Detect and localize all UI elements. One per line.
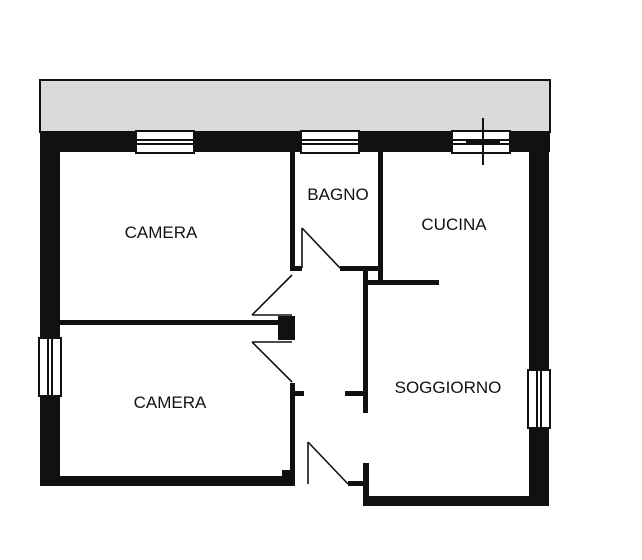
door-camera-bottom [251,341,293,383]
room-label-soggiorno: SOGGIORNO [395,378,502,397]
room-label-camera-top: CAMERA [125,223,198,242]
bottom-wall-left [40,476,295,486]
door-swings [251,227,349,485]
wall-camera-bottom-stub [290,391,304,396]
wall-bagno-right [378,152,383,283]
wall-entry-corner [282,470,295,486]
right-wall [529,132,549,506]
door-entrance [307,441,349,485]
wall-bagno-left-upper [290,152,295,271]
windows [38,130,551,429]
window-camera-top [135,130,195,154]
window-camera-bottom [38,337,62,397]
window-bagno [300,130,360,154]
balcony [39,79,551,133]
wall-corridor-right-stub [345,391,368,396]
room-label-cucina: CUCINA [421,215,487,234]
door-bagno [301,227,341,269]
flue-cross-icon [466,118,500,165]
wall-entry-stub [348,481,368,486]
left-wall [40,132,60,486]
room-label-camera-bottom: CAMERA [134,393,207,412]
room-label-bagno: BAGNO [307,185,368,204]
door-camera-top [251,274,293,316]
wall-camera-divider-post [278,316,295,340]
wall-corridor-right [363,268,368,413]
wall-bagno-left-stub [290,266,302,271]
wall-bagno-bottom [340,266,383,271]
interior-walls [60,152,439,486]
bottom-wall-right [365,496,549,506]
wall-cucina-partial [367,280,439,285]
wall-camera-bottom-right [290,383,295,486]
wall-camera-divider [60,320,285,325]
window-soggiorno [527,369,551,429]
